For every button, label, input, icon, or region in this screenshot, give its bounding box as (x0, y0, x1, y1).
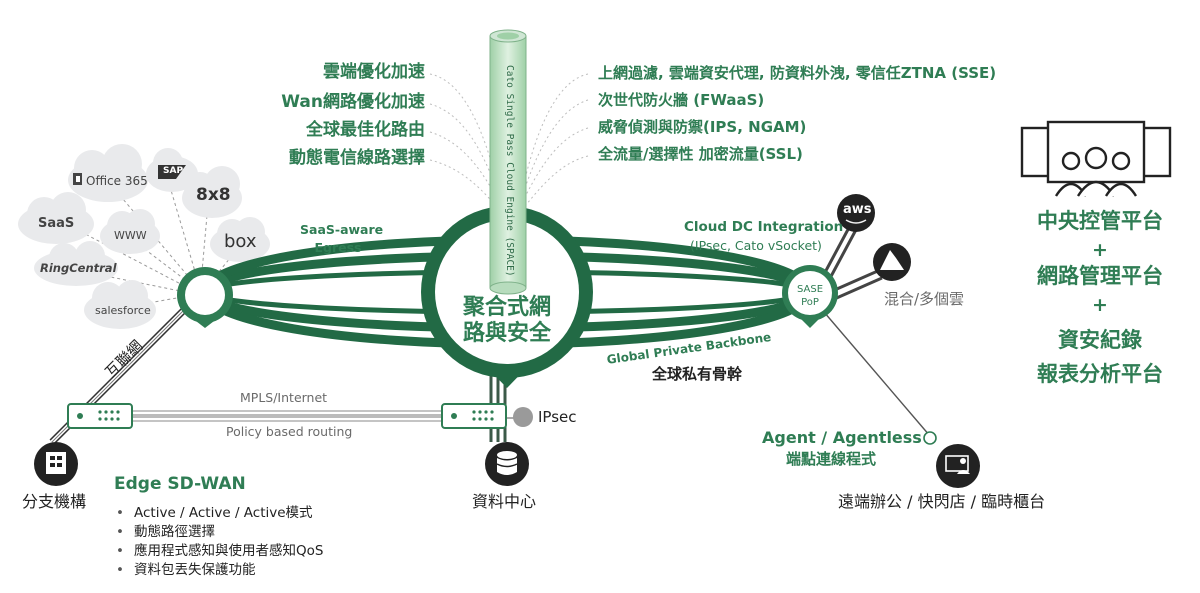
sdwan-title: Edge SD-WAN (114, 474, 246, 494)
feature-wan-optimization: Wan網路優化加速 (281, 92, 425, 112)
remote-user-icon (936, 444, 980, 488)
agent-link (823, 311, 931, 437)
pop-cloud-links (820, 221, 883, 302)
left-edge-node (177, 267, 233, 328)
saas-label: SaaS (38, 216, 75, 231)
agent-endpoint-dot (923, 431, 937, 445)
feature-ips: 威脅偵測與防禦(IPS, NGAM) (598, 118, 807, 136)
management-monitor-icon (1020, 120, 1172, 197)
azure-badge (873, 243, 911, 281)
mgmt-plus-1: + (1092, 239, 1108, 261)
hybrid-cloud-label: 混合/多個雲 (884, 290, 965, 308)
feature-sse: 上網過濾, 雲端資安代理, 防資料外洩, 零信任ZTNA (SSE) (598, 64, 997, 82)
mgmt-report-analytics: 報表分析平台 (1037, 362, 1163, 386)
office365-icon (73, 173, 82, 185)
feature-ssl: 全流量/選擇性 加密流量(SSL) (598, 145, 803, 163)
sap-label: SAP (163, 166, 184, 176)
cloud-www (100, 209, 160, 254)
sase-pop-line2: PoP (801, 297, 819, 308)
mgmt-plus-2: + (1092, 294, 1108, 316)
feature-global-routing: 全球最佳化路由 (306, 120, 425, 140)
sase-pop-line1: SASE (796, 284, 824, 295)
sdwan-bullet-active: Active / Active / Active模式 (116, 504, 323, 523)
branch-appliance (67, 403, 133, 429)
salesforce-label: salesforce (95, 304, 151, 317)
mgmt-network: 網路管理平台 (1037, 264, 1163, 288)
cloud-dc-subtitle: (IPsec, Cato vSocket) (690, 238, 822, 253)
cloud-ringcentral (34, 241, 118, 286)
sdwan-feature-list: Active / Active / Active模式 動態路徑選擇 應用程式感知… (116, 504, 323, 580)
feature-fwaas: 次世代防火牆 (FWaaS) (598, 91, 765, 109)
cloud-saas (18, 192, 94, 244)
datacenter-appliance (441, 403, 507, 429)
office365-label: Office 365 (86, 174, 148, 188)
cloud-dc-title: Cloud DC Integration (684, 219, 844, 235)
ringcentral-label: RingCentral (40, 261, 117, 275)
cloud-salesforce (84, 280, 156, 329)
saas-egress-line2: Egress (314, 240, 362, 255)
cloud-office365 (68, 144, 148, 202)
central-label-line2: 路與安全 (462, 321, 551, 346)
ipsec-node (513, 407, 533, 427)
cloud-box (210, 217, 270, 262)
cloud-8x8 (182, 166, 242, 218)
sdwan-bullet-packet-loss: 資料包丟失保護功能 (116, 561, 323, 580)
space-tube (489, 29, 527, 295)
datacenter-label: 資料中心 (472, 492, 537, 511)
aws-badge (837, 194, 875, 232)
branch-building-icon (34, 442, 78, 486)
branch-label: 分支機構 (22, 492, 87, 511)
mpls-links (130, 410, 444, 422)
feature-dynamic-carrier: 動態電信線路選擇 (289, 148, 425, 168)
central-label-line1: 聚合式網 (462, 295, 551, 320)
space-tube-label: Cato Single Pass Cloud Engine (SPACE) (504, 65, 515, 277)
box-label: box (224, 231, 257, 252)
policy-routing-label: Policy based routing (226, 424, 353, 439)
mgmt-security-log: 資安紀錄 (1058, 328, 1142, 352)
sap-logo (158, 165, 186, 179)
ipsec-label: IPsec (538, 408, 577, 426)
agent-label-line2: 端點連線程式 (786, 450, 877, 468)
www-label: WWW (114, 229, 147, 242)
mpls-label: MPLS/Internet (240, 390, 328, 405)
sdwan-bullet-qos: 應用程式感知與使用者感知QoS (116, 542, 323, 561)
sdwan-bullet-path: 動態路徑選擇 (116, 523, 323, 542)
feature-dashed-connectors (429, 73, 589, 206)
feature-cloud-acceleration: 雲端優化加速 (323, 62, 425, 82)
eight-by-eight-label: 8x8 (196, 185, 231, 205)
backbone-label-zh: 全球私有骨幹 (652, 365, 743, 383)
remote-office-label: 遠端辦公 / 快閃店 / 臨時櫃台 (838, 492, 1046, 511)
database-icon (485, 442, 529, 486)
aws-label: aws (843, 202, 872, 217)
sase-pop-node (782, 265, 838, 328)
saas-egress-line1: SaaS-aware (300, 222, 384, 237)
agent-label-line1: Agent / Agentless (762, 428, 922, 447)
mgmt-central-control: 中央控管平台 (1037, 209, 1163, 233)
